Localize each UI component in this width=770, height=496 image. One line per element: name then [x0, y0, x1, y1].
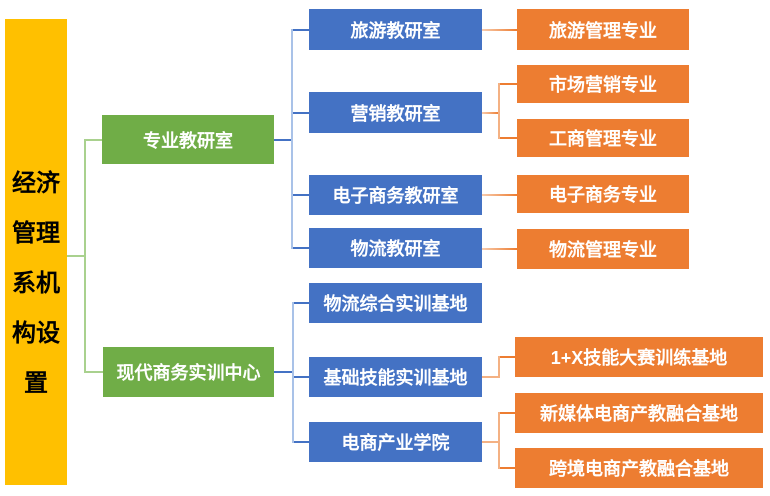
connector-to-tourism-office [293, 29, 309, 31]
node-ecommerce-office: 电子商务教研室 [309, 175, 482, 215]
connector-to-business-admin-major [500, 137, 517, 139]
connector-green-trunk [84, 139, 86, 373]
node-professional-teaching-office: 专业教研室 [102, 115, 274, 164]
connector-marketing-trunk [498, 83, 500, 139]
node-1x-skills-competition-base: 1+X技能大赛训练基地 [515, 337, 763, 377]
connector-to-skills-base [294, 376, 309, 378]
node-new-media-ecommerce-base: 新媒体电商产教融合基地 [515, 393, 763, 433]
connector-to-new-media-base [500, 412, 515, 414]
node-marketing-office: 营销教研室 [309, 92, 482, 133]
connector-teaching-office-stub [274, 139, 291, 141]
node-basic-skills-training-base: 基础技能实训基地 [309, 357, 482, 397]
node-modern-business-training-center: 现代商务实训中心 [103, 347, 274, 397]
connector-root-trunk-stub [67, 255, 85, 257]
connector-college-trunk [498, 412, 500, 469]
connector-marketing-stub [482, 112, 499, 114]
connector-training-center-stub [274, 371, 292, 373]
connector-to-tourism-major [482, 29, 517, 31]
node-ecommerce-major: 电子商务专业 [517, 175, 689, 213]
node-logistics-training-base: 物流综合实训基地 [309, 283, 482, 323]
connector-to-ecommerce-college [294, 441, 309, 443]
connector-to-training-center [86, 371, 103, 373]
connector-skills-stub [482, 376, 499, 378]
connector-to-logistics-office [293, 247, 309, 249]
connector-blue-trunk-bottom [292, 302, 294, 443]
connector-to-teaching-office [86, 139, 102, 141]
node-business-admin-major: 工商管理专业 [517, 119, 689, 157]
connector-to-logistics-major [482, 248, 517, 250]
node-marketing-major: 市场营销专业 [517, 65, 689, 103]
node-tourism-major: 旅游管理专业 [517, 9, 689, 50]
connector-blue-trunk-top [291, 29, 293, 249]
node-tourism-office: 旅游教研室 [309, 9, 482, 50]
connector-skills-trunk [498, 356, 500, 378]
connector-to-cross-border-base [500, 467, 515, 469]
connector-college-stub [482, 441, 499, 443]
node-root: 经济管理系机构设置 [5, 19, 67, 485]
connector-to-marketing-major [500, 83, 517, 85]
connector-to-logistics-base [294, 302, 309, 304]
node-logistics-major: 物流管理专业 [517, 229, 689, 269]
node-logistics-office: 物流教研室 [309, 228, 482, 268]
connector-to-marketing-office [293, 112, 309, 114]
connector-to-1x-base [500, 356, 515, 358]
node-cross-border-ecommerce-base: 跨境电商产教融合基地 [515, 448, 763, 488]
node-ecommerce-industry-college: 电商产业学院 [309, 422, 482, 462]
connector-to-ecommerce-major [482, 194, 517, 196]
connector-to-ecommerce-office [293, 194, 309, 196]
